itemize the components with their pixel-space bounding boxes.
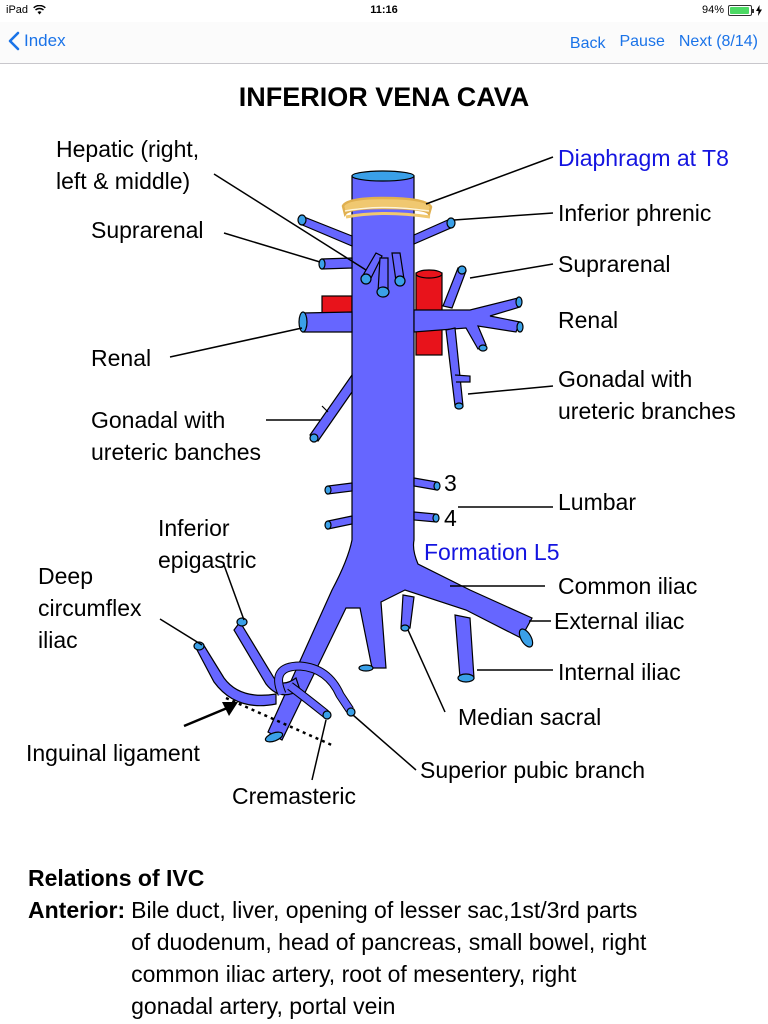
charging-icon bbox=[756, 4, 762, 16]
clock: 11:16 bbox=[370, 4, 398, 16]
inferior-epigastric-vein bbox=[233, 620, 301, 696]
label-lumbar: Lumbar bbox=[558, 489, 636, 515]
battery-fill bbox=[730, 6, 749, 14]
label-formation: Formation L5 bbox=[424, 539, 560, 565]
ivc-top bbox=[351, 170, 415, 182]
index-label: Index bbox=[24, 31, 66, 50]
status-left: iPad bbox=[6, 4, 46, 16]
label-gonadal-right: Gonadal with bbox=[558, 366, 693, 392]
wifi-icon bbox=[33, 5, 46, 15]
diaphragm bbox=[341, 196, 433, 219]
relations-title: Relations of IVC bbox=[28, 865, 205, 891]
label-internal-iliac: Internal iliac bbox=[558, 659, 681, 685]
left-gonadal-vein bbox=[309, 373, 353, 442]
inguinal-ligament-line bbox=[225, 696, 335, 748]
left-inferior-phrenic bbox=[299, 216, 353, 247]
inguinal-arrow-line bbox=[183, 704, 233, 728]
anterior-line-1: Bile duct, liver, opening of lesser sac,… bbox=[131, 897, 638, 923]
back-button[interactable]: Back bbox=[569, 35, 606, 52]
cremasteric-vein-fill bbox=[287, 683, 329, 717]
left-suprarenal-vein bbox=[321, 257, 353, 270]
label-deep-circumflex-2: circumflex bbox=[38, 595, 142, 621]
inguinal-arrowhead bbox=[222, 702, 238, 716]
label-inferior-phrenic: Inferior phrenic bbox=[558, 200, 712, 226]
label-hepatic: Hepatic (right, bbox=[56, 136, 200, 162]
label-inferior-epigastric: Inferior bbox=[158, 515, 230, 541]
battery-tip bbox=[752, 8, 754, 13]
label-superior-pubic: Superior pubic branch bbox=[420, 757, 646, 783]
pause-button[interactable]: Pause bbox=[619, 33, 665, 50]
anterior-key: Anterior: bbox=[28, 897, 126, 923]
anterior-relations: Anterior: Bile duct, liver, opening of l… bbox=[28, 894, 748, 1022]
status-bar: iPad 11:16 94% bbox=[0, 0, 768, 22]
superior-pubic-loop-fill bbox=[275, 662, 353, 712]
label-inferior-epigastric-2: epigastric bbox=[158, 547, 257, 573]
index-back-button[interactable]: Index bbox=[8, 31, 66, 51]
label-diaphragm: Diaphragm at T8 bbox=[558, 145, 729, 171]
label-gonadal-left: Gonadal with bbox=[91, 407, 226, 433]
right-gonadal-vein bbox=[445, 327, 464, 407]
label-external-iliac: External iliac bbox=[554, 608, 685, 634]
ivc-trunk bbox=[267, 175, 533, 741]
label-suprarenal-left: Suprarenal bbox=[91, 217, 204, 243]
nav-actions: Back Pause Next (8/14) bbox=[570, 33, 758, 53]
label-suprarenal-right: Suprarenal bbox=[558, 251, 671, 277]
right-internal-iliac bbox=[454, 614, 475, 679]
diagram-title: INFERIOR VENA CAVA bbox=[238, 82, 530, 112]
anterior-text: Bile duct, liver, opening of lesser sac,… bbox=[131, 894, 691, 1022]
label-deep-circumflex-3: iliac bbox=[38, 627, 78, 653]
label-lumbar-3: 3 bbox=[444, 470, 457, 496]
deep-circumflex-iliac-vein bbox=[195, 643, 277, 707]
status-right: 94% bbox=[702, 4, 762, 16]
anterior-line-3: common iliac artery, root of mesentery, … bbox=[131, 961, 577, 987]
label-lumbar-4: 4 bbox=[444, 505, 457, 531]
label-renal-right: Renal bbox=[558, 307, 619, 333]
label-common-iliac: Common iliac bbox=[558, 573, 698, 599]
left-renal-vein bbox=[302, 311, 353, 333]
label-median-sacral: Median sacral bbox=[458, 704, 602, 730]
label-inguinal-ligament: Inguinal ligament bbox=[26, 740, 200, 766]
battery-icon bbox=[728, 4, 754, 16]
relations-section: Relations of IVC Anterior: Bile duct, li… bbox=[28, 862, 748, 1022]
chevron-left-icon bbox=[8, 31, 20, 51]
label-deep-circumflex: Deep bbox=[38, 563, 93, 589]
left-lumbar-3 bbox=[327, 482, 353, 495]
label-gonadal-left-2: ureteric banches bbox=[91, 439, 262, 465]
label-renal-left: Renal bbox=[91, 345, 152, 371]
left-lumbar-4 bbox=[327, 515, 353, 530]
ivc-illustration bbox=[159, 156, 554, 781]
navigation-bar: Index Back Pause Next (8/14) bbox=[0, 22, 768, 64]
battery-percent: 94% bbox=[701, 4, 724, 16]
label-gonadal-right-2: ureteric branches bbox=[558, 398, 736, 424]
right-lumbar-3 bbox=[413, 477, 438, 491]
leader-lines bbox=[159, 156, 554, 781]
ivc-diagram: INFERIOR VENA CAVA bbox=[0, 70, 768, 850]
anterior-line-4: gonadal artery, portal vein bbox=[131, 993, 396, 1019]
label-cremasteric: Cremasteric bbox=[232, 783, 356, 809]
next-button[interactable]: Next (8/14) bbox=[678, 33, 758, 50]
aorta-top bbox=[415, 269, 443, 279]
median-sacral bbox=[400, 594, 415, 629]
device-name: iPad bbox=[6, 4, 29, 16]
label-hepatic-2: left & middle) bbox=[56, 168, 191, 194]
anterior-line-2: of duodenum, head of pancreas, small bow… bbox=[131, 929, 647, 955]
